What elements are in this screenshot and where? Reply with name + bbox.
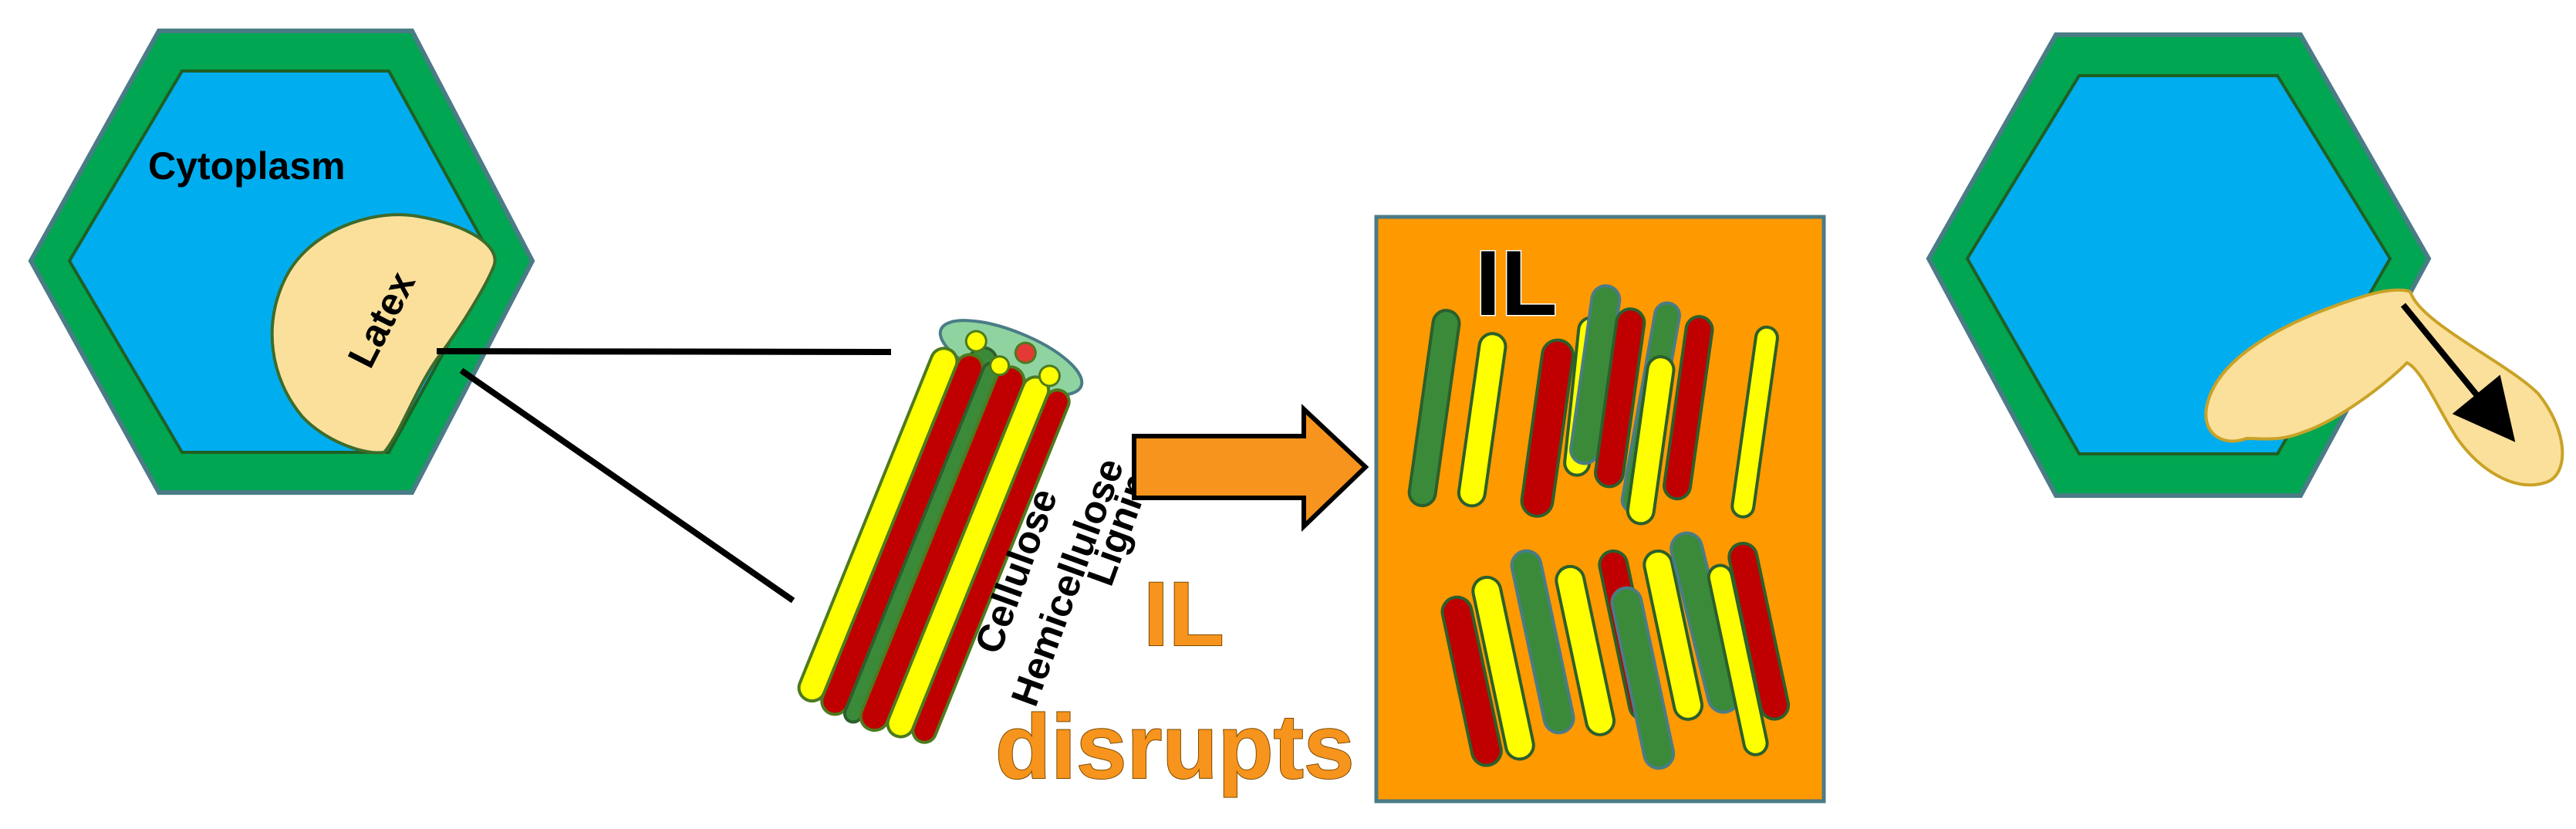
il-fiber bbox=[1730, 325, 1779, 519]
il-fiber bbox=[1440, 595, 1503, 767]
il-fiber bbox=[1520, 338, 1575, 518]
right-arrow-icon bbox=[1132, 404, 1369, 533]
il-box-label: IL bbox=[1475, 232, 1558, 335]
il-fiber bbox=[1642, 549, 1704, 721]
il-fiber bbox=[1407, 309, 1461, 508]
il-fiber bbox=[1610, 586, 1676, 770]
il-fiber bbox=[1471, 575, 1535, 761]
zoom-line-top bbox=[436, 348, 892, 355]
left-latex-body bbox=[270, 213, 497, 455]
il-fiber bbox=[1555, 564, 1616, 736]
il-box: IL bbox=[1374, 215, 1826, 804]
fiber-bundle bbox=[797, 319, 1084, 744]
fiber-hemicellulose-3 bbox=[911, 388, 1071, 744]
fiber-end-yellow-3 bbox=[989, 355, 1011, 377]
right-cell bbox=[1926, 32, 2564, 498]
down-right-arrow-icon bbox=[2400, 303, 2516, 442]
left-cell: Cytoplasm Latex bbox=[28, 29, 535, 495]
il-fiber bbox=[1594, 307, 1646, 489]
fiber-end-red bbox=[1014, 341, 1037, 364]
cytoplasm-label: Cytoplasm bbox=[148, 144, 346, 188]
disrupts-label: disrupts bbox=[995, 696, 1355, 798]
il-fiber bbox=[1457, 332, 1507, 508]
il-fiber bbox=[1510, 549, 1575, 735]
il-middle-label: IL bbox=[1143, 563, 1224, 665]
il-fiber bbox=[1626, 355, 1676, 526]
fiber-end-yellow-1 bbox=[964, 330, 988, 353]
il-fiber bbox=[1727, 541, 1791, 721]
il-fiber bbox=[1663, 315, 1714, 501]
fiber-end-yellow-2 bbox=[1038, 364, 1061, 387]
zoom-line-bottom bbox=[459, 367, 795, 604]
